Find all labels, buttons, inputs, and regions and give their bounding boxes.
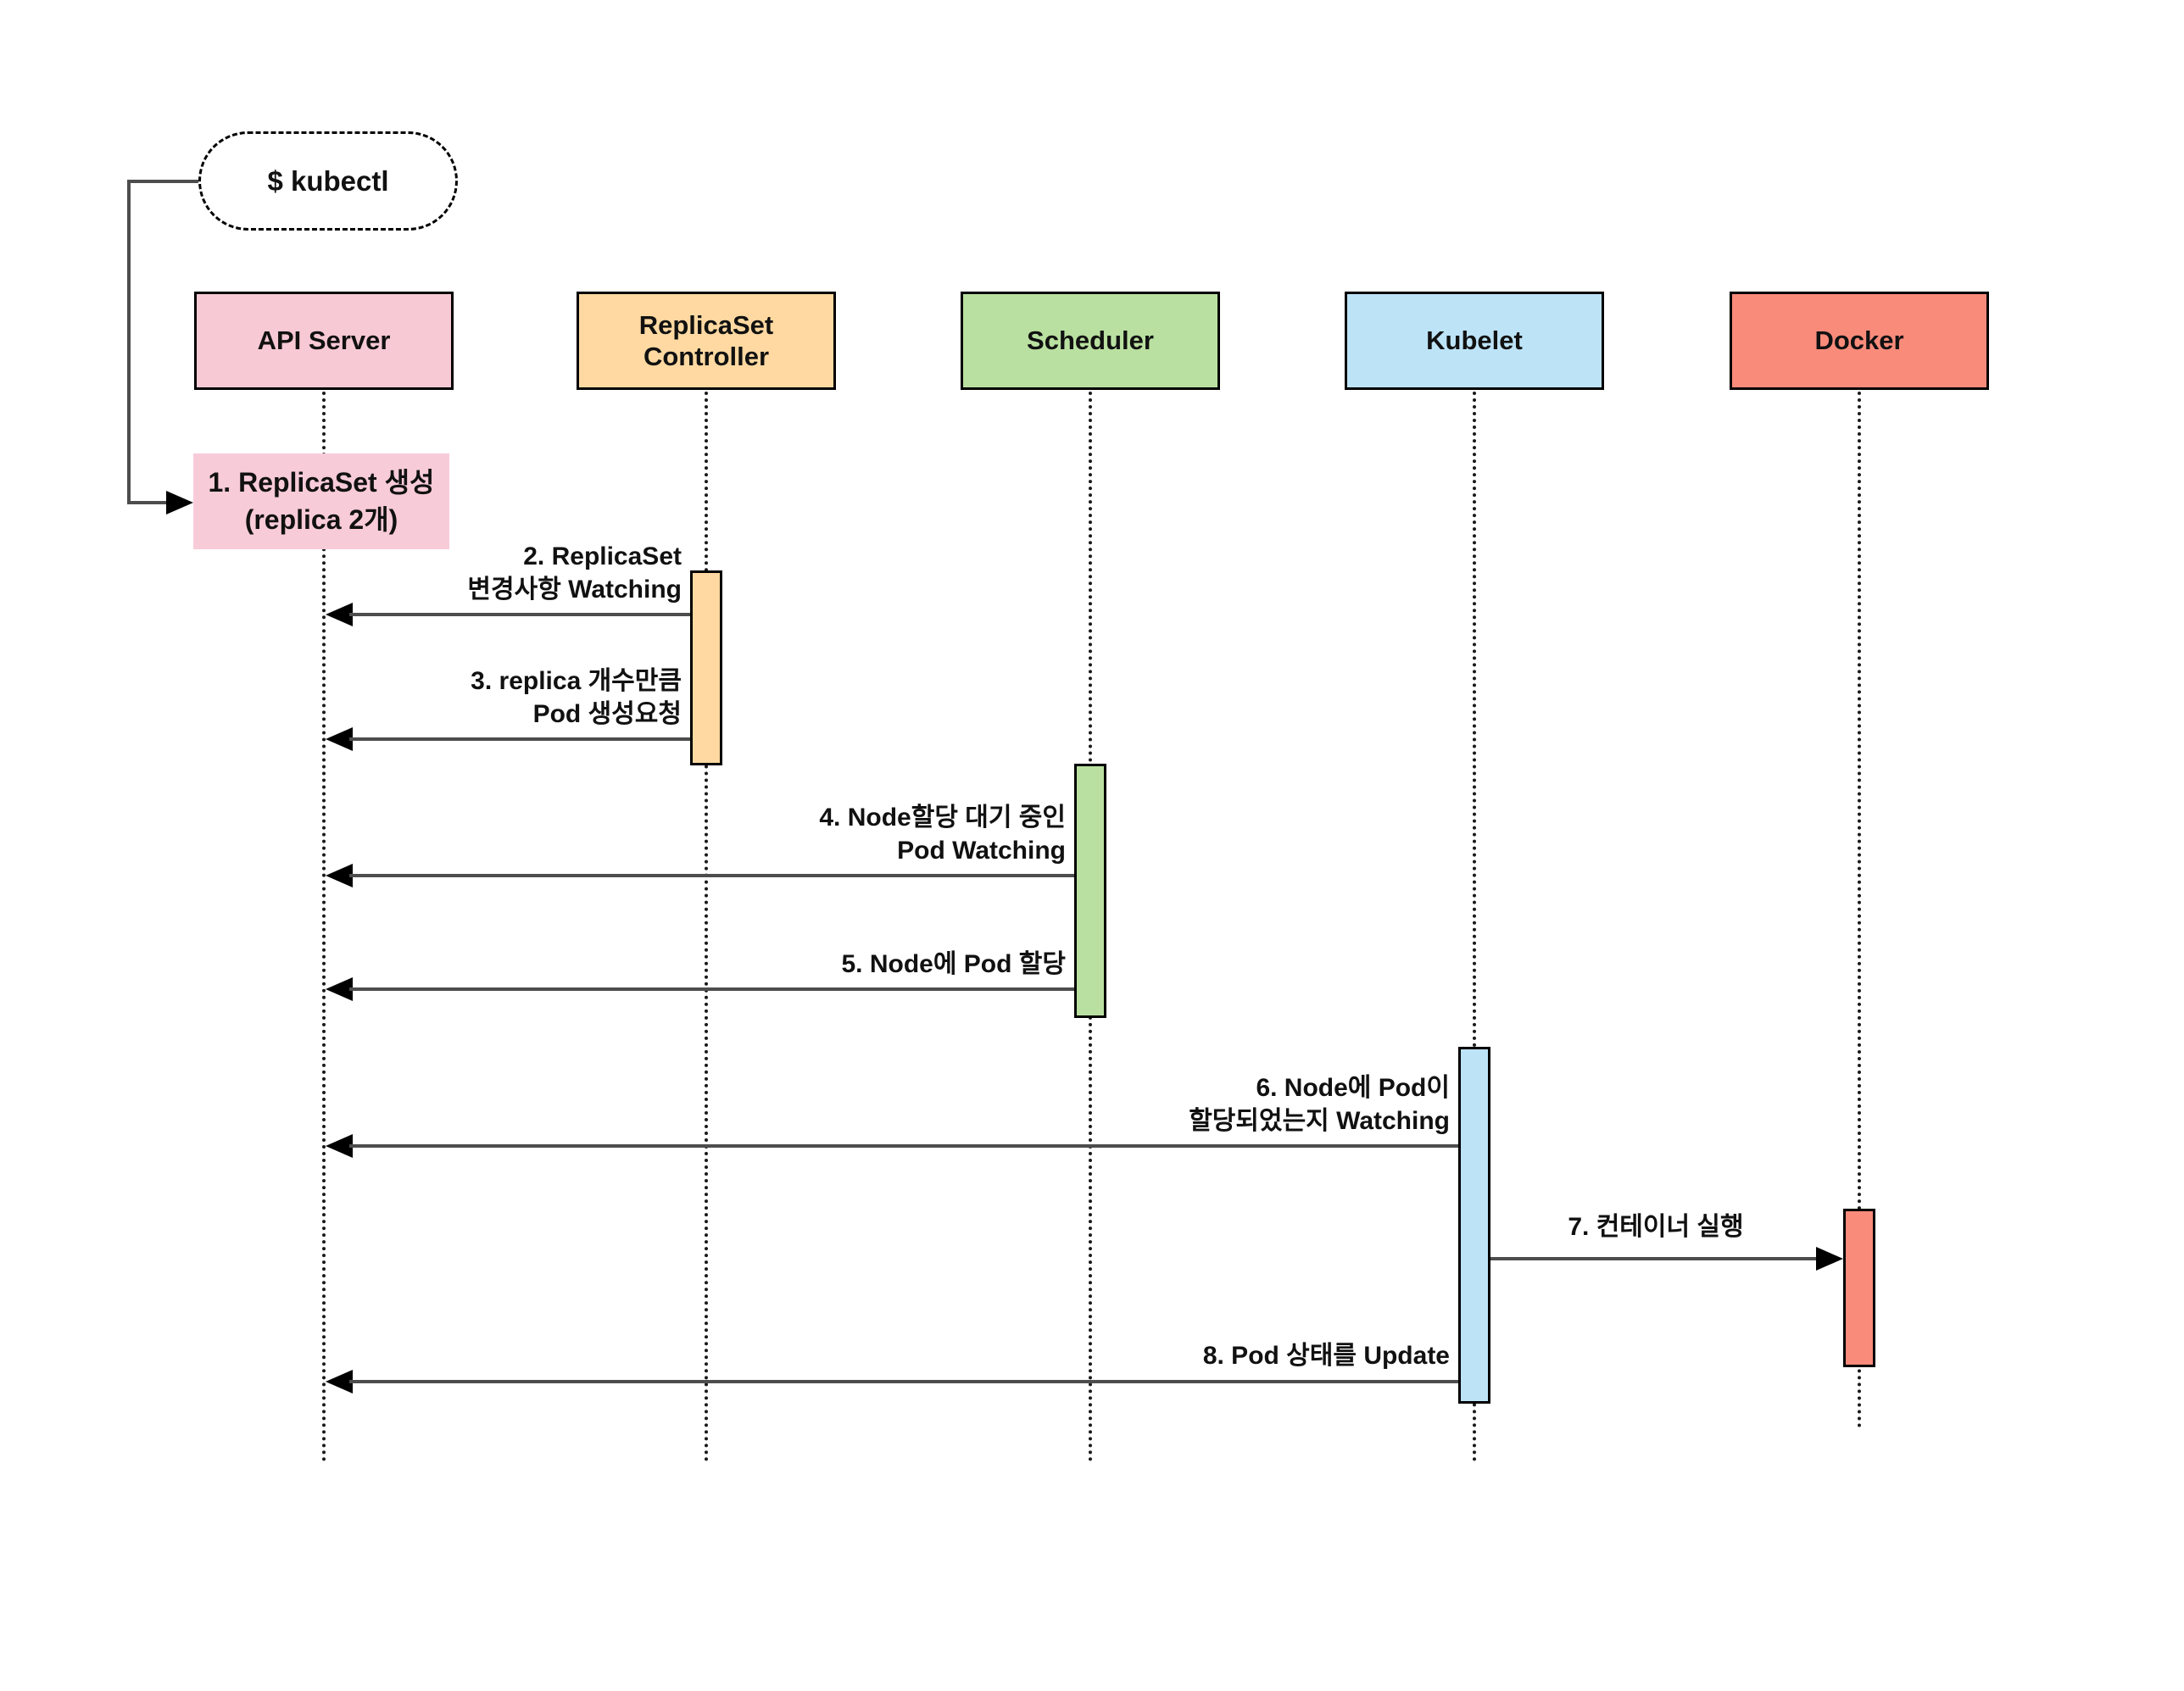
actor-docker-label: Docker [1814,325,1904,356]
actor-api-server: API Server [194,292,454,390]
activation-bar-kubelet [1458,1047,1490,1404]
actor-docker: Docker [1730,292,1989,390]
arrow-msg7-run-container [1490,1247,1843,1271]
arrowhead-left-icon [326,1370,353,1393]
arrow-msg5-assign-pod-to-node [326,977,1074,1001]
actor-replicaset-controller-label: ReplicaSet Controller [638,309,774,371]
kubectl-connector-arrowhead-icon [166,491,193,515]
arrow-msg3-pod-create-request [326,727,690,751]
arrow-msg2-replicaset-watching [326,603,690,626]
label-msg4: 4. Node할당 대기 중인 Pod Watching [819,804,1066,865]
kubectl-connector-bottom-segment [127,501,170,504]
arrowhead-left-icon [326,727,353,751]
actor-replicaset-controller: ReplicaSet Controller [577,292,836,390]
actor-scheduler: Scheduler [961,292,1220,390]
activation-bar-docker [1843,1209,1875,1367]
actor-scheduler-label: Scheduler [1027,325,1154,356]
arrowhead-left-icon [326,1134,353,1158]
kubectl-node: $ kubectl [198,131,458,231]
actor-kubelet: Kubelet [1345,292,1604,390]
label-msg6: 6. Node에 Pod이 할당되었는지 Watching [1189,1074,1450,1135]
activation-bar-replicaset-controller [690,570,722,765]
lifeline-docker [1858,392,1861,1428]
label-msg5: 5. Node에 Pod 할당 [841,950,1067,978]
arrow-msg6-node-pod-watching [326,1134,1458,1158]
lifeline-api-server [322,392,326,1462]
arrow-msg8-pod-status-update [326,1370,1458,1393]
lifeline-replicaset-controller [705,392,708,1462]
label-msg8: 8. Pod 상태를 Update [1202,1342,1450,1370]
activation-bar-scheduler [1074,764,1106,1018]
label-msg2: 2. ReplicaSet 변경사항 Watching [467,542,682,604]
kubectl-node-label: $ kubectl [267,164,389,197]
actor-kubelet-label: Kubelet [1426,325,1523,356]
kubectl-connector-top-segment [127,180,198,183]
arrow-msg4-pod-watching [326,864,1074,887]
arrowhead-right-icon [1816,1247,1843,1271]
note-step1-replicaset-create: 1. ReplicaSet 생성 (replica 2개) [193,453,449,549]
arrowhead-left-icon [326,977,353,1001]
arrowhead-left-icon [326,864,353,887]
note-step1-line2: (replica 2개) [244,503,398,535]
actor-api-server-label: API Server [257,325,391,356]
label-msg7: 7. 컨테이너 실행 [1568,1213,1744,1241]
label-msg3: 3. replica 개수만큼 Pod 생성요청 [471,667,682,728]
arrowhead-left-icon [326,603,353,626]
lifeline-kubelet [1473,392,1476,1462]
kubectl-connector-vertical-segment [127,180,131,503]
note-step1-line1: 1. ReplicaSet 생성 [208,467,435,498]
